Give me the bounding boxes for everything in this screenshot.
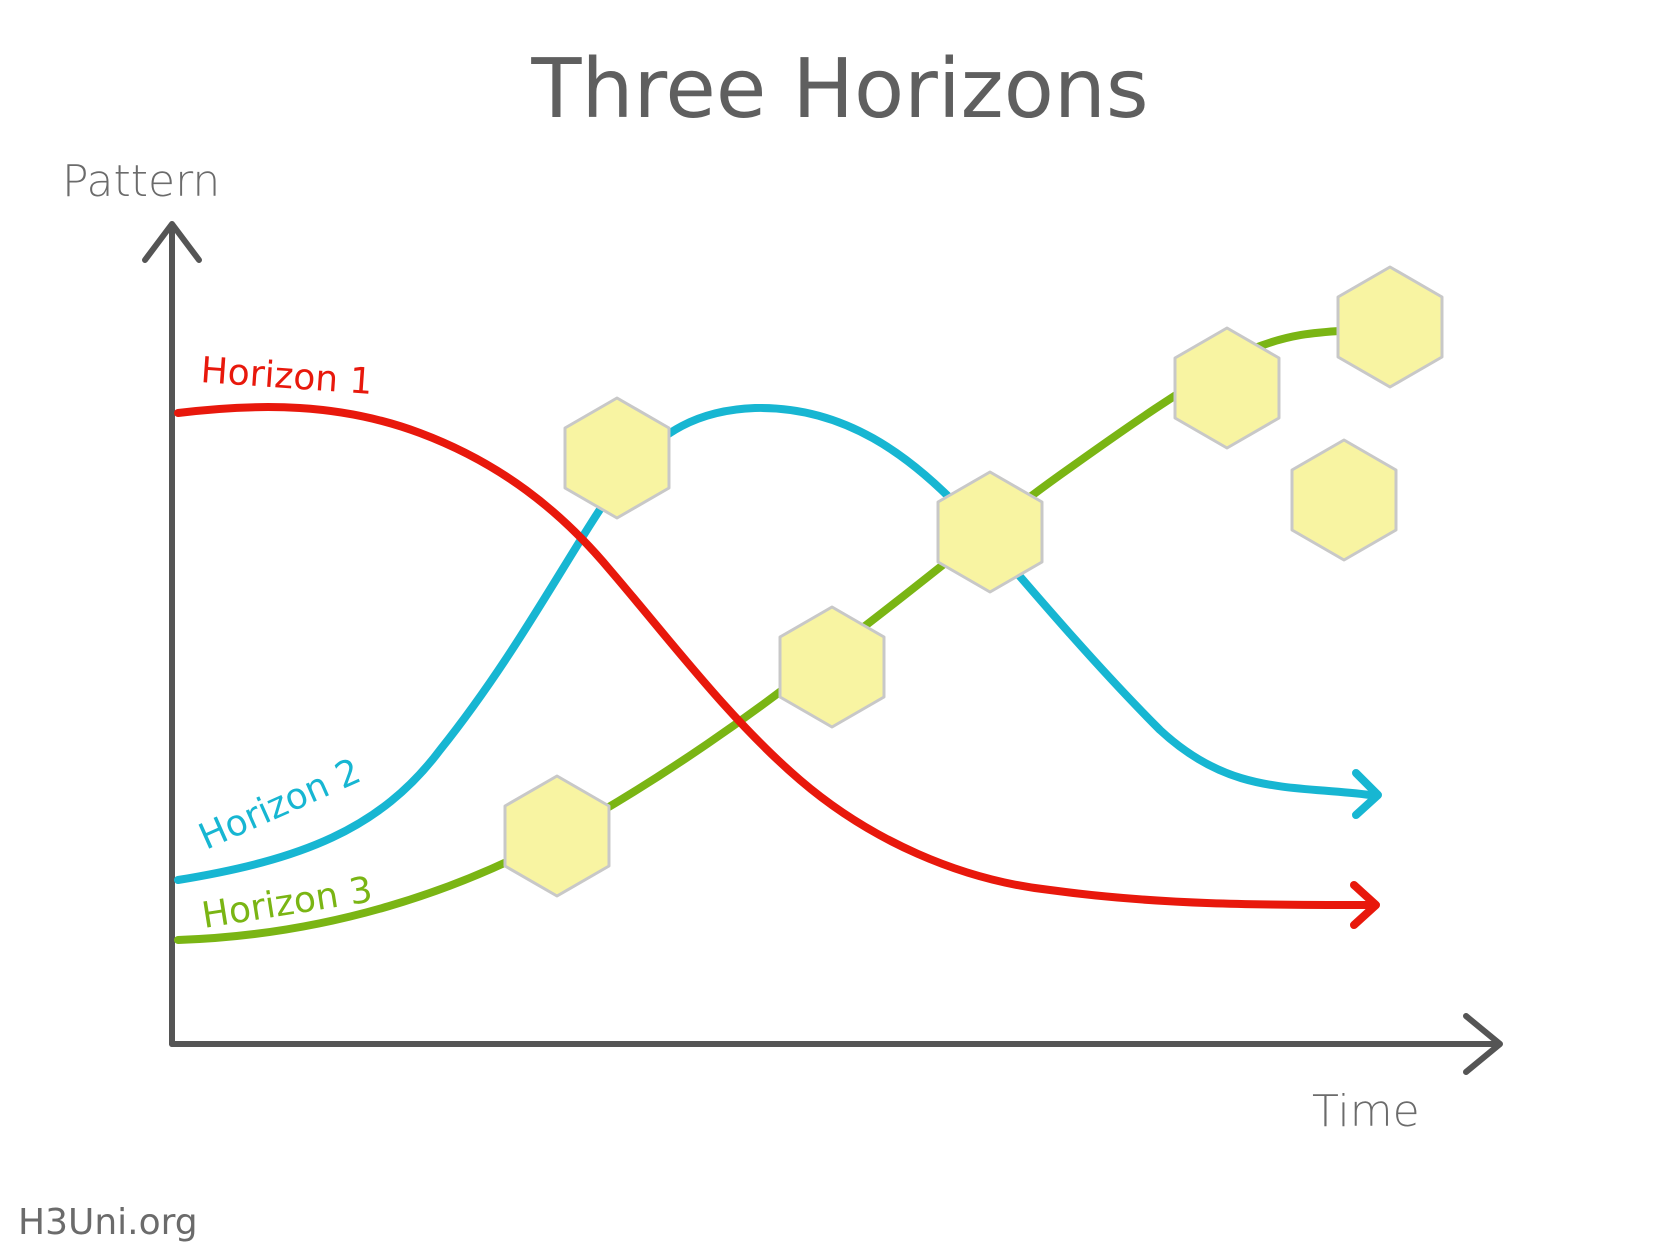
- hexagon-icon: [1336, 265, 1444, 389]
- horizon-1-curve: [174, 403, 1380, 929]
- footer-source: H3Uni.org: [18, 1202, 198, 1243]
- hexagon-icon: [503, 774, 611, 898]
- horizon-1-line: [174, 403, 1372, 909]
- hexagon-icon: [1290, 438, 1398, 562]
- y-axis-label: Pattern: [62, 156, 220, 207]
- horizon-2-label: Horizon 2: [193, 751, 367, 858]
- axes: [142, 221, 1503, 1075]
- horizon-1-arrow-head-icon: [1350, 881, 1380, 929]
- hexagon-icon: [778, 605, 886, 729]
- hexagon-icon: [563, 396, 671, 520]
- x-axis-label: Time: [1312, 1086, 1420, 1137]
- horizon-2-line: [174, 403, 1374, 884]
- hexagon-icon: [1173, 326, 1281, 450]
- y-axis-arrow-icon: [142, 221, 202, 263]
- x-axis-arrow-icon: [1463, 1013, 1503, 1075]
- horizon-2-arrow-head-icon: [1352, 769, 1382, 819]
- page-title: Three Horizons: [530, 42, 1148, 137]
- horizon-2-curve: [174, 403, 1382, 884]
- hexagon-group: [503, 265, 1444, 898]
- horizon-1-label: Horizon 1: [199, 350, 373, 403]
- hexagon-icon: [936, 470, 1044, 594]
